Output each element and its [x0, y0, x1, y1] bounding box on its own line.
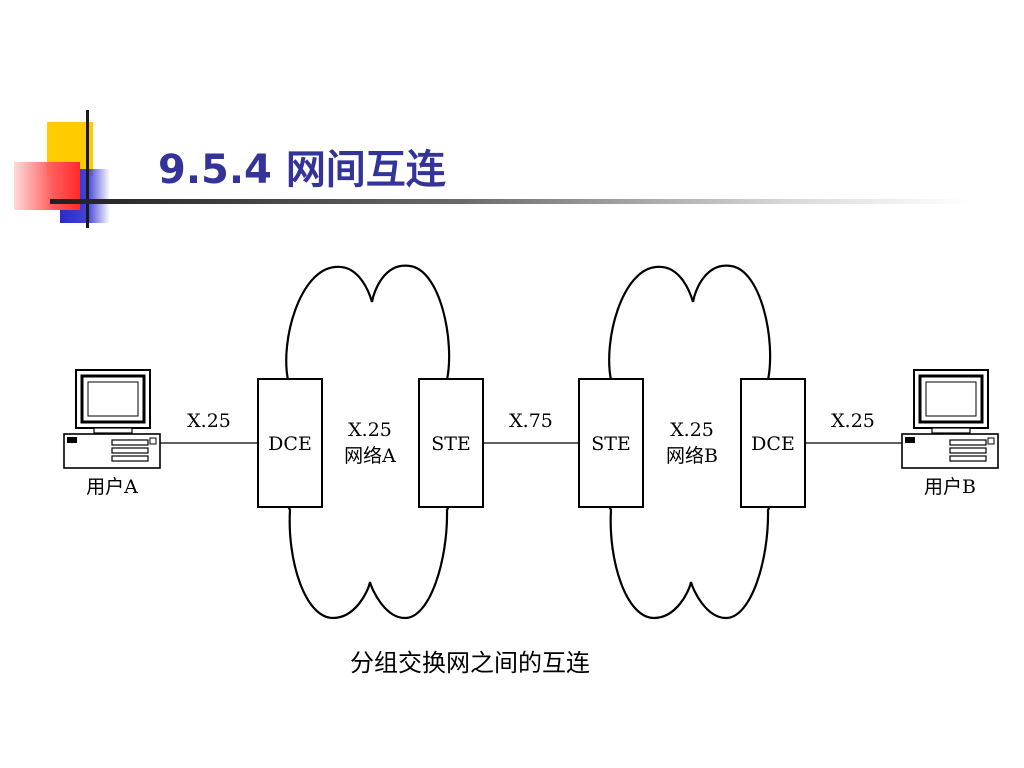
dce-label-b: DCE: [751, 433, 795, 455]
network-a-name: 网络A: [344, 445, 396, 467]
network-b-name: 网络B: [666, 445, 718, 467]
ste-label-a: STE: [431, 433, 471, 455]
dce-box-a: [257, 378, 323, 508]
ste-label-b: STE: [591, 433, 631, 455]
ste-box-b: [578, 378, 644, 508]
user-a-label: 用户A: [86, 476, 138, 498]
ste-box-a: [418, 378, 484, 508]
deco-vertical-line: [86, 110, 89, 228]
network-b-boxes: [578, 378, 806, 508]
title-underline: [50, 199, 970, 204]
computer-icon: [901, 369, 999, 469]
link-label-mid: X.75: [509, 410, 553, 432]
slide-title: 9.5.4 网间互连: [158, 147, 446, 193]
computer-icon: [63, 369, 161, 469]
network-b-protocol: X.25: [670, 419, 714, 441]
network-a-boxes: [257, 378, 484, 508]
user-b-label: 用户B: [924, 476, 976, 498]
diagram-caption: 分组交换网之间的互连: [350, 649, 590, 677]
network-a-protocol: X.25: [348, 419, 392, 441]
dce-label-a: DCE: [268, 433, 312, 455]
link-label-b: X.25: [831, 410, 875, 432]
dce-box-b: [740, 378, 806, 508]
link-label-a: X.25: [187, 410, 231, 432]
